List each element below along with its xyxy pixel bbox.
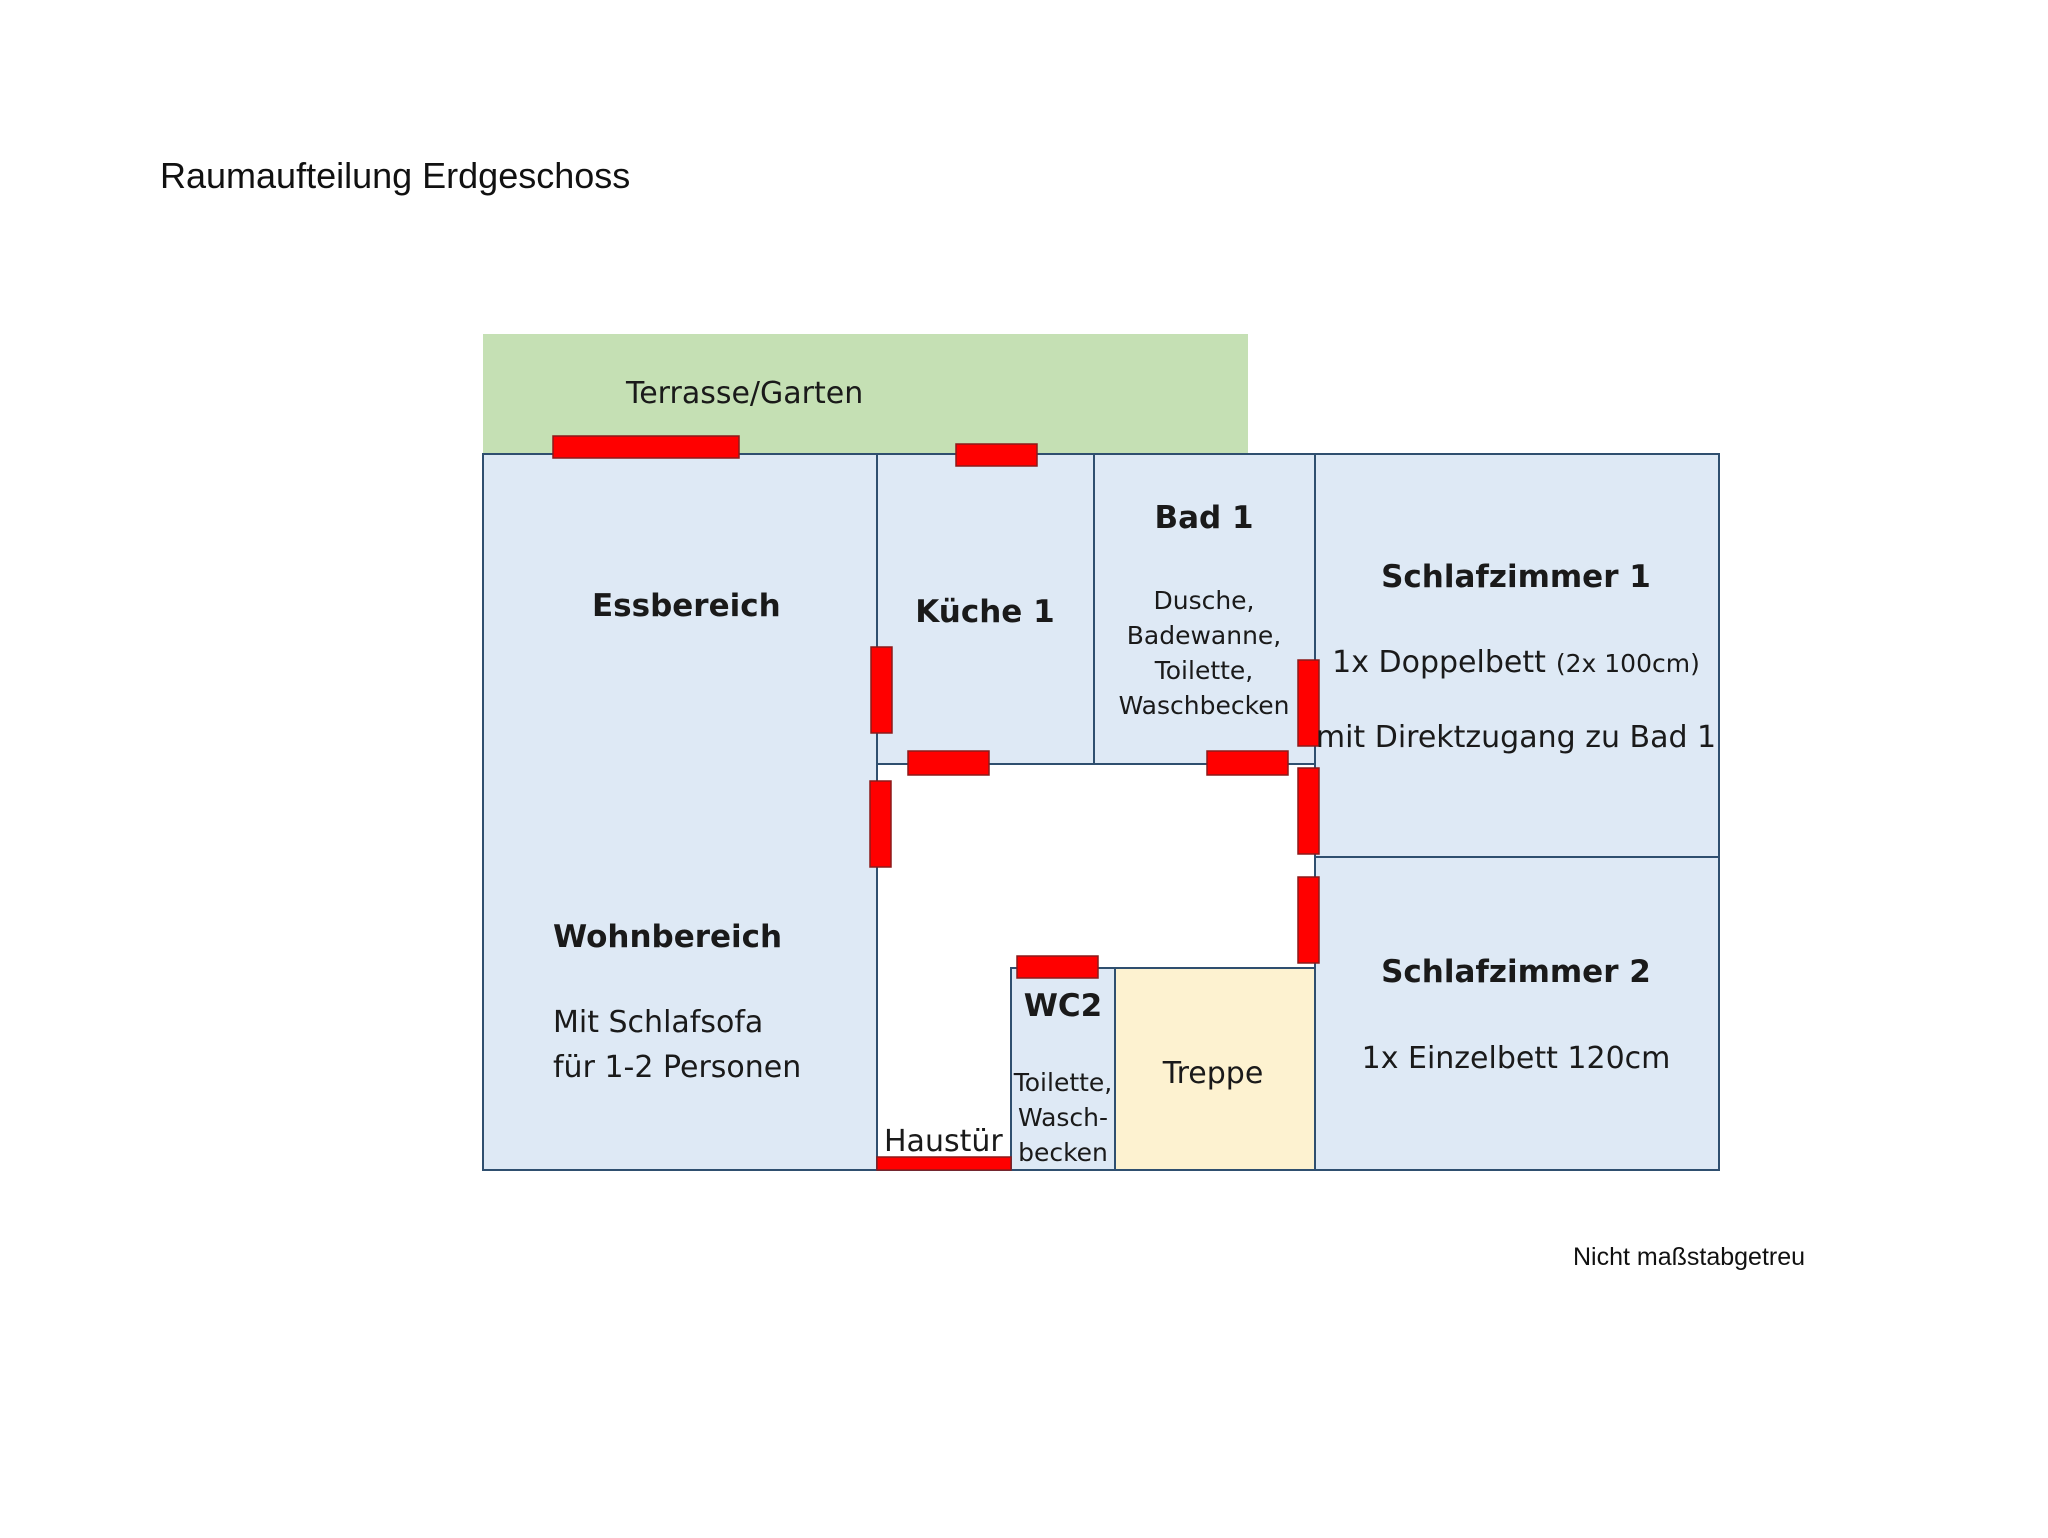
bedroom1-desc-1: 1x Doppelbett (2x 100cm)	[1332, 645, 1700, 680]
terrace-label: Terrasse/Garten	[625, 376, 863, 411]
bedroom2-desc-1: 1x Einzelbett 120cm	[1362, 1041, 1671, 1076]
entrance-label: Haustür	[884, 1124, 1003, 1159]
wc2-room	[1010, 967, 1116, 1171]
bedroom1-bed-size: (2x 100cm)	[1556, 649, 1700, 678]
door-wc2	[1016, 955, 1099, 979]
bath1-desc-3: Toilette,	[1154, 656, 1254, 685]
door-kitchen-dining	[870, 646, 893, 734]
wc2-desc-3: becken	[1018, 1138, 1108, 1167]
stairs-label: Treppe	[1162, 1056, 1264, 1091]
scale-note: Nicht maßstabgetreu	[1573, 1243, 1806, 1271]
doors	[552, 435, 1320, 1171]
door-living-hall	[869, 780, 892, 868]
bath1-desc-4: Waschbecken	[1119, 691, 1290, 720]
wc2-label: WC2	[1024, 988, 1103, 1024]
door-hall-bedroom1	[1297, 767, 1320, 855]
living-label: Wohnbereich	[553, 919, 782, 955]
page-title: Raumaufteilung Erdgeschoss	[160, 155, 631, 196]
door-bath1-hall	[1206, 750, 1289, 776]
bedroom2-label: Schlafzimmer 2	[1381, 954, 1651, 990]
bath1-label: Bad 1	[1154, 500, 1253, 536]
bedroom1-label: Schlafzimmer 1	[1381, 559, 1651, 595]
dining-label: Essbereich	[592, 588, 781, 624]
bedroom1-bed: 1x Doppelbett	[1332, 645, 1546, 680]
living-desc-2: für 1-2 Personen	[553, 1050, 801, 1085]
bedroom1-room	[1314, 453, 1720, 858]
door-kitchen-hall	[907, 750, 990, 776]
dining-living-room	[482, 453, 878, 1171]
door-bath1-bedroom1	[1297, 659, 1320, 747]
living-desc-1: Mit Schlafsofa	[553, 1005, 763, 1040]
bath1-room	[1093, 453, 1316, 765]
kitchen-label: Küche 1	[915, 594, 1054, 630]
terrace-area	[483, 334, 1248, 454]
door-entrance	[876, 1156, 1012, 1171]
door-garden-kitchen	[955, 443, 1038, 467]
stairs-area	[1114, 967, 1316, 1171]
bath1-desc-1: Dusche,	[1153, 586, 1254, 615]
wc2-desc-1: Toilette,	[1013, 1068, 1113, 1097]
bath1-desc-2: Badewanne,	[1127, 621, 1282, 650]
bedroom2-room	[1314, 856, 1720, 1171]
door-garden-dining	[552, 435, 740, 459]
bedroom1-desc-2: mit Direktzugang zu Bad 1	[1316, 720, 1716, 755]
wc2-desc-2: Wasch-	[1018, 1103, 1108, 1132]
door-hall-bedroom2	[1297, 876, 1320, 964]
